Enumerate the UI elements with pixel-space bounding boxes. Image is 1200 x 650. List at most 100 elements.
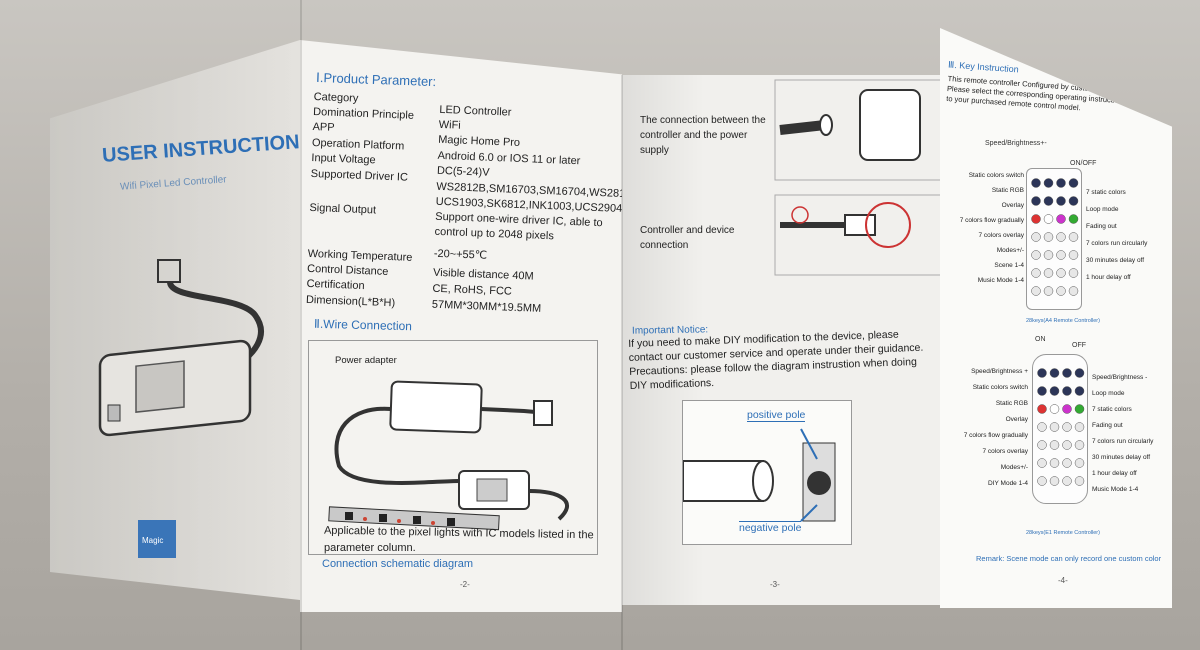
remote-key [1043,196,1054,206]
remote-key [1043,178,1054,188]
remote-key [1049,422,1060,432]
remote-key [1068,286,1079,296]
cover-title: USER INSTRUCTION [101,131,300,167]
remote-key [1056,286,1066,296]
remote-key [1031,286,1041,296]
remote-key [1068,214,1079,224]
remote-key [1037,458,1047,468]
page-number: -2- [460,580,470,589]
remote-key [1062,386,1072,396]
parameter-table: Category Domination Principle APP Operat… [305,90,622,328]
remote-key [1049,440,1060,450]
remote-key [1049,404,1060,414]
fold-line [300,0,302,650]
param-label: Supported Driver IC [310,167,409,184]
remote-key [1074,476,1085,486]
param-value: WiFi [438,118,461,132]
remote-key [1074,386,1085,396]
remote-key [1043,250,1054,260]
cover-subtitle: Wifi Pixel Led Controller [119,174,227,193]
conn1-line-3: supply [640,145,669,156]
remote-key [1037,440,1047,450]
param-value: -20~+55℃ [433,247,488,262]
positive-pole-label: positive pole [747,409,806,422]
remote-key [1031,268,1041,278]
conn1-line-2: controller and the power [640,130,748,141]
note-line-2: parameter column. [324,542,416,554]
fold-line [621,75,623,650]
pole-diagram: positive pole negative pole [682,400,852,545]
remote-key [1056,232,1066,242]
remote-key [1043,232,1054,242]
remote2-on: ON [1035,336,1046,343]
remote-key [1037,386,1047,396]
remote-key [1037,368,1047,378]
param-label: Certification [306,277,365,293]
remote-key [1074,440,1085,450]
page-4: Ⅲ. Key Instruction This remote controlle… [940,28,1172,608]
negative-pole-label: negative pole [739,521,802,534]
remote-key [1068,196,1079,206]
key-instruction-title: Ⅲ. Key Instruction [947,59,1020,75]
remote2-controller [1032,354,1088,504]
param-label: Dimension(L*B*H) [305,293,396,310]
remote-key [1074,368,1085,378]
remote-key [1062,458,1072,468]
section-product-parameter: Ⅰ.Product Parameter: [315,69,437,90]
remote-key [1031,250,1041,260]
connection-illustration [774,79,946,276]
cover-panel: USER INSTRUCTION Wifi Pixel Led Controll… [50,40,300,600]
page-2: Ⅰ.Product Parameter: Category Domination… [300,40,622,612]
remote-key [1056,196,1066,206]
remote-key [1056,178,1066,188]
remote-key [1049,368,1060,378]
remote1-controller [1026,168,1082,310]
controller-illustration [98,259,264,437]
remote-key [1037,476,1047,486]
remote-key [1062,368,1072,378]
remote-key [1031,232,1041,242]
diagram-caption: Connection schematic diagram [322,558,474,570]
remote-key [1031,214,1041,224]
param-value: 57MM*30MM*19.5MM [431,298,542,315]
remote-key [1068,250,1079,260]
remote-key [1043,214,1054,224]
remote-key [1074,458,1085,468]
remote-key [1049,458,1060,468]
remark-text: Remark: Scene mode can only record one c… [976,554,1162,563]
remote-key [1037,422,1047,432]
remote-key [1056,214,1066,224]
remote-key [1062,440,1072,450]
wiring-diagram: Power adapter [308,340,598,555]
remote-key [1056,250,1066,260]
param-value: control up to 2048 pixels [434,225,555,243]
param-label: APP [312,120,335,134]
remote2-off: OFF [1072,342,1086,349]
param-label: Input Voltage [311,151,376,167]
remote-key [1068,178,1079,188]
remote2-caption: 28keys(E1 Remote Controller) [1026,530,1100,536]
remote-key [1068,232,1079,242]
remote-key [1043,268,1054,278]
page-number: -3- [770,580,780,589]
remote-key [1031,178,1041,188]
param-label: Signal Output [309,201,377,217]
page-3: The connection between the controller an… [622,75,950,605]
remote-key [1056,268,1066,278]
remote-key [1049,386,1060,396]
remote1-onoff: ON/OFF [1070,160,1097,167]
remote-key [1074,422,1085,432]
power-adapter-label: Power adapter [335,355,397,366]
remote-key [1062,404,1072,414]
remote-key [1037,404,1047,414]
remote-key [1031,196,1041,206]
remote1-caption: 28keys(A4 Remote Controller) [1026,318,1100,324]
remote-key [1049,476,1060,486]
remote-key [1062,422,1072,432]
notice-text: If you need to make DIY modification to … [628,328,924,392]
conn2-line-2: connection [640,240,689,251]
